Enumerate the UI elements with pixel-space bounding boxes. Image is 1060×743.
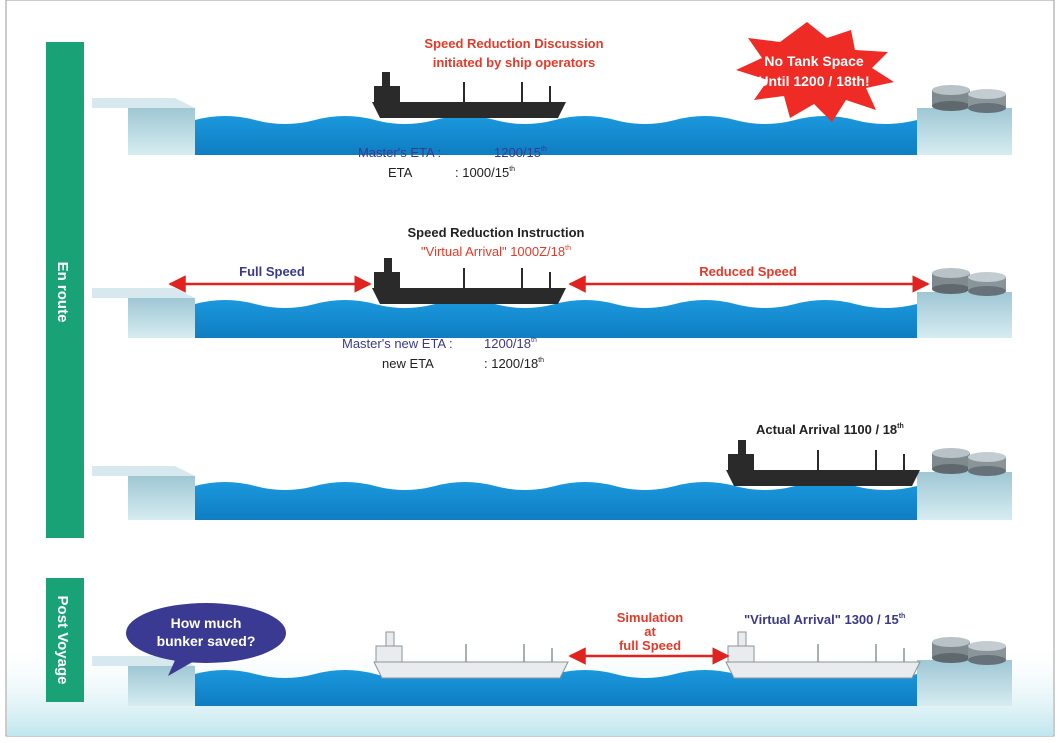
master-eta-value: 1200/15th [494,145,547,160]
water [195,482,917,520]
side-label-en-route: En route [46,42,84,538]
scene-3: Actual Arrival 1100 / 18th [92,422,1012,520]
ship-icon [726,440,920,486]
ghost-ship-icon [373,631,569,679]
instruction-title: Speed Reduction Instruction [408,225,585,240]
eta-label: ETA [388,165,413,180]
ship-icon [372,258,566,304]
ship-icon [372,72,566,118]
ghost-ship-icon [725,631,921,679]
master-new-eta-value: 1200/18th [484,336,537,351]
tank-icon [932,448,1006,476]
discussion-line-2: initiated by ship operators [433,55,596,70]
discussion-line-1: Speed Reduction Discussion [424,36,603,51]
simulation-line-1: Simulation [617,610,684,625]
right-quay [917,292,1012,338]
actual-arrival-label: Actual Arrival 1100 / 18th [756,422,904,437]
tank-icon [932,637,1006,665]
virtual-arrival-simulated: "Virtual Arrival" 1300 / 15th [744,612,905,627]
left-quay [92,466,195,520]
water [195,116,917,155]
side-label-post-voyage: Post Voyage [46,578,84,702]
left-quay [92,98,195,155]
master-eta-label: Master's ETA : [358,145,441,160]
full-speed-label: Full Speed [239,264,305,279]
speech-bubble-icon: How much bunker saved? [126,603,286,676]
left-quay [92,656,195,706]
right-quay [917,660,1012,706]
new-eta-value: : 1200/18th [484,356,544,371]
water [195,300,917,338]
master-new-eta-label: Master's new ETA : [342,336,453,351]
right-quay [917,108,1012,155]
bubble-line-2: bunker saved? [157,633,256,649]
simulation-line-2: at [644,624,656,639]
tank-icon [932,85,1006,113]
burst-line-1: No Tank Space [764,53,864,69]
bubble-line-1: How much [171,615,242,631]
scene-1: Speed Reduction Discussion initiated by … [92,22,1012,180]
scene-4: How much bunker saved? Simulation at ful… [92,603,1012,706]
scene-2: Speed Reduction Instruction "Virtual Arr… [92,225,1012,371]
left-quay [92,288,195,338]
burst-icon: No Tank Space Until 1200 / 18th! [736,22,894,122]
reduced-speed-label: Reduced Speed [699,264,797,279]
water [195,670,917,706]
right-quay [917,472,1012,520]
side-label-en-route-text: En route [54,262,71,323]
simulation-line-3: full Speed [619,638,681,653]
burst-line-2: Until 1200 / 18th! [758,73,869,89]
side-label-post-voyage-text: Post Voyage [54,596,71,685]
virtual-arrival-instruction: "Virtual Arrival" 1000Z/18th [421,244,571,259]
eta-value: : 1000/15th [455,165,515,180]
tank-icon [932,268,1006,296]
new-eta-label: new ETA [382,356,434,371]
